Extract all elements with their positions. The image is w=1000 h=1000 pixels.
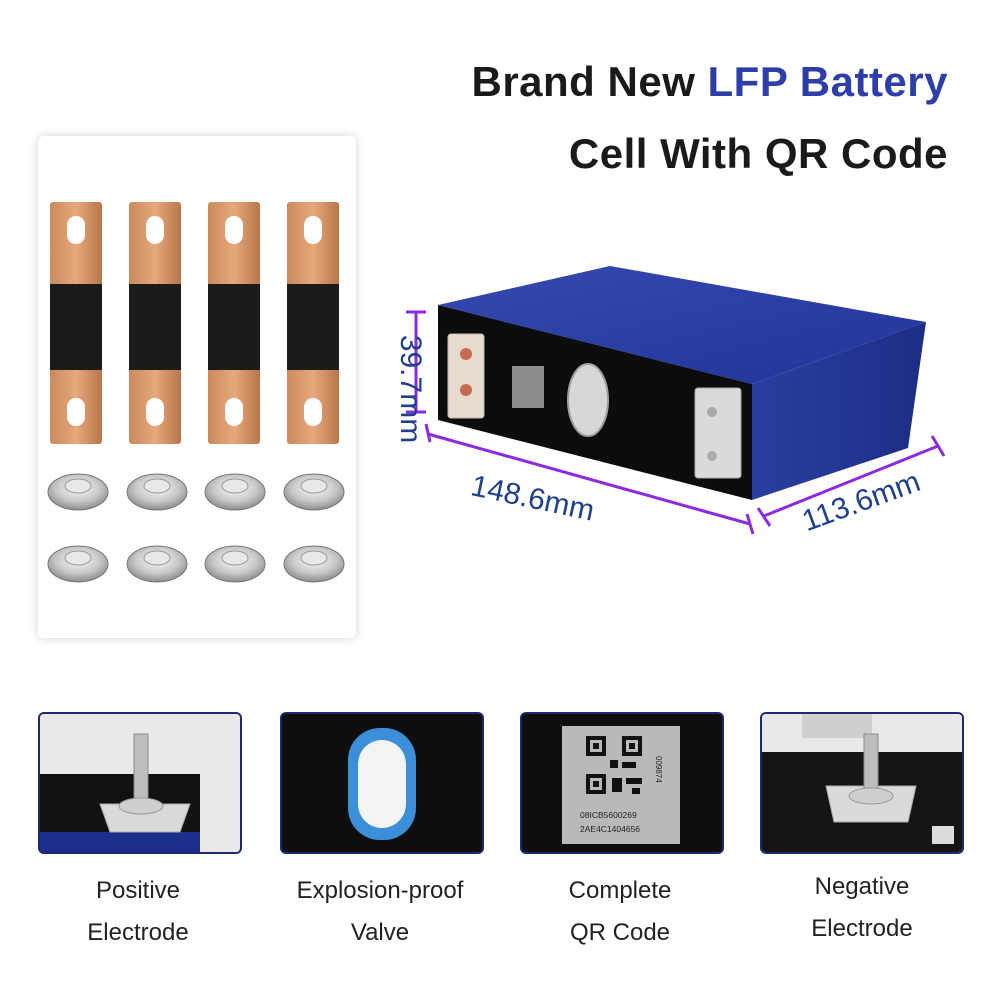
negative-electrode-thumbnail <box>760 712 964 854</box>
nut <box>126 545 188 583</box>
caption-positive-electrode: Positive Electrode <box>18 870 258 954</box>
nut <box>283 473 345 511</box>
caption-line1: Positive <box>95 877 181 904</box>
battery-cell-illustration <box>360 250 980 580</box>
nut <box>283 545 345 583</box>
qr-side-number: 009874 <box>654 756 663 783</box>
qr-serial-2: 2AE4C1404656 <box>580 824 640 834</box>
busbar-2 <box>129 202 181 444</box>
battery-svg <box>406 266 946 535</box>
explosion-proof-valve <box>567 363 609 437</box>
battery-top-face <box>438 266 926 384</box>
qr-code-plate <box>512 366 544 408</box>
title-accent: LFP Battery <box>707 58 948 105</box>
nut <box>126 473 188 511</box>
caption-line2: QR Code <box>569 919 671 946</box>
busbar-3 <box>208 202 260 444</box>
caption-line2: Electrode <box>87 919 189 946</box>
nut <box>204 473 266 511</box>
qr-code-label-photo-icon: 08ICB5600269 2AE4C1404656 009874 <box>522 714 722 852</box>
nut <box>204 545 266 583</box>
caption-explosion-proof-valve: Explosion-proof Valve <box>260 870 500 954</box>
caption-line2: Electrode <box>811 915 913 942</box>
accessories-illustration <box>47 202 345 583</box>
nut <box>47 545 109 583</box>
title-prefix: Brand New <box>471 58 708 105</box>
busbar-1 <box>50 202 102 444</box>
explosion-proof-valve-photo-icon <box>282 714 482 852</box>
positive-electrode-thumbnail <box>38 712 242 854</box>
page-title-line1: Brand New LFP Battery <box>471 58 948 106</box>
battery-side-face <box>752 322 926 500</box>
accessories-card <box>38 136 356 638</box>
caption-line1: Complete <box>568 877 672 904</box>
qr-serial-1: 08ICB5600269 <box>580 810 637 820</box>
dimension-lines <box>406 310 946 535</box>
nut <box>47 473 109 511</box>
busbar-4 <box>287 202 339 444</box>
caption-negative-electrode: Negative Electrode <box>742 866 982 950</box>
page-title-line2: Cell With QR Code <box>568 130 948 177</box>
caption-line1: Explosion-proof <box>296 877 464 904</box>
qr-code-thumbnail: 08ICB5600269 2AE4C1404656 009874 <box>520 712 724 854</box>
caption-line1: Negative <box>814 873 910 900</box>
negative-terminal <box>694 387 742 479</box>
explosion-proof-valve-thumbnail <box>280 712 484 854</box>
negative-electrode-photo-icon <box>762 714 962 852</box>
caption-qr-code: Complete QR Code <box>500 870 740 954</box>
positive-terminal <box>447 333 485 419</box>
caption-line2: Valve <box>350 919 410 946</box>
positive-electrode-photo-icon <box>40 714 240 852</box>
dimension-height-label: 39.7mm <box>394 334 427 444</box>
